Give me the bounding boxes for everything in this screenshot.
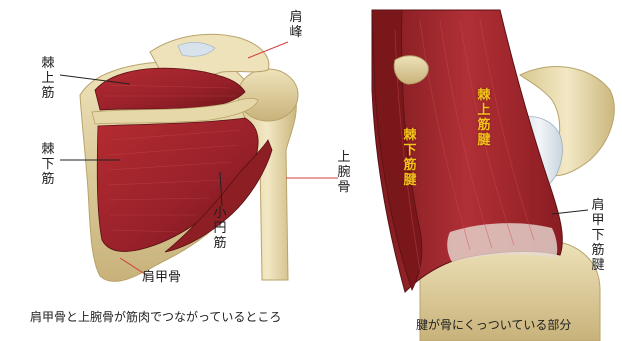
left-shoulder-posterior-view: [60, 34, 338, 281]
label-infraspinatus: 棘 下 筋: [40, 142, 56, 187]
label-teres-minor: 小 円 筋: [212, 206, 228, 251]
label-infraspinatus-tendon: 棘 下 筋 腱: [402, 128, 418, 188]
caption-right: 腱が骨にくっついている部分: [416, 316, 571, 333]
label-supraspinatus: 棘 上 筋: [40, 56, 56, 101]
humeral-head: [238, 69, 298, 121]
label-scapula: 肩甲骨: [142, 270, 181, 285]
label-humerus: 上 腕 骨: [336, 150, 352, 195]
label-subscapularis-tendon: 肩 甲 下 筋 腱: [590, 198, 606, 273]
caption-left: 肩甲骨と上腕骨が筋肉でつながっているところ: [30, 308, 281, 325]
label-supraspinatus-tendon: 棘 上 筋 腱: [476, 88, 492, 148]
label-acromion: 肩 峰: [288, 10, 304, 40]
